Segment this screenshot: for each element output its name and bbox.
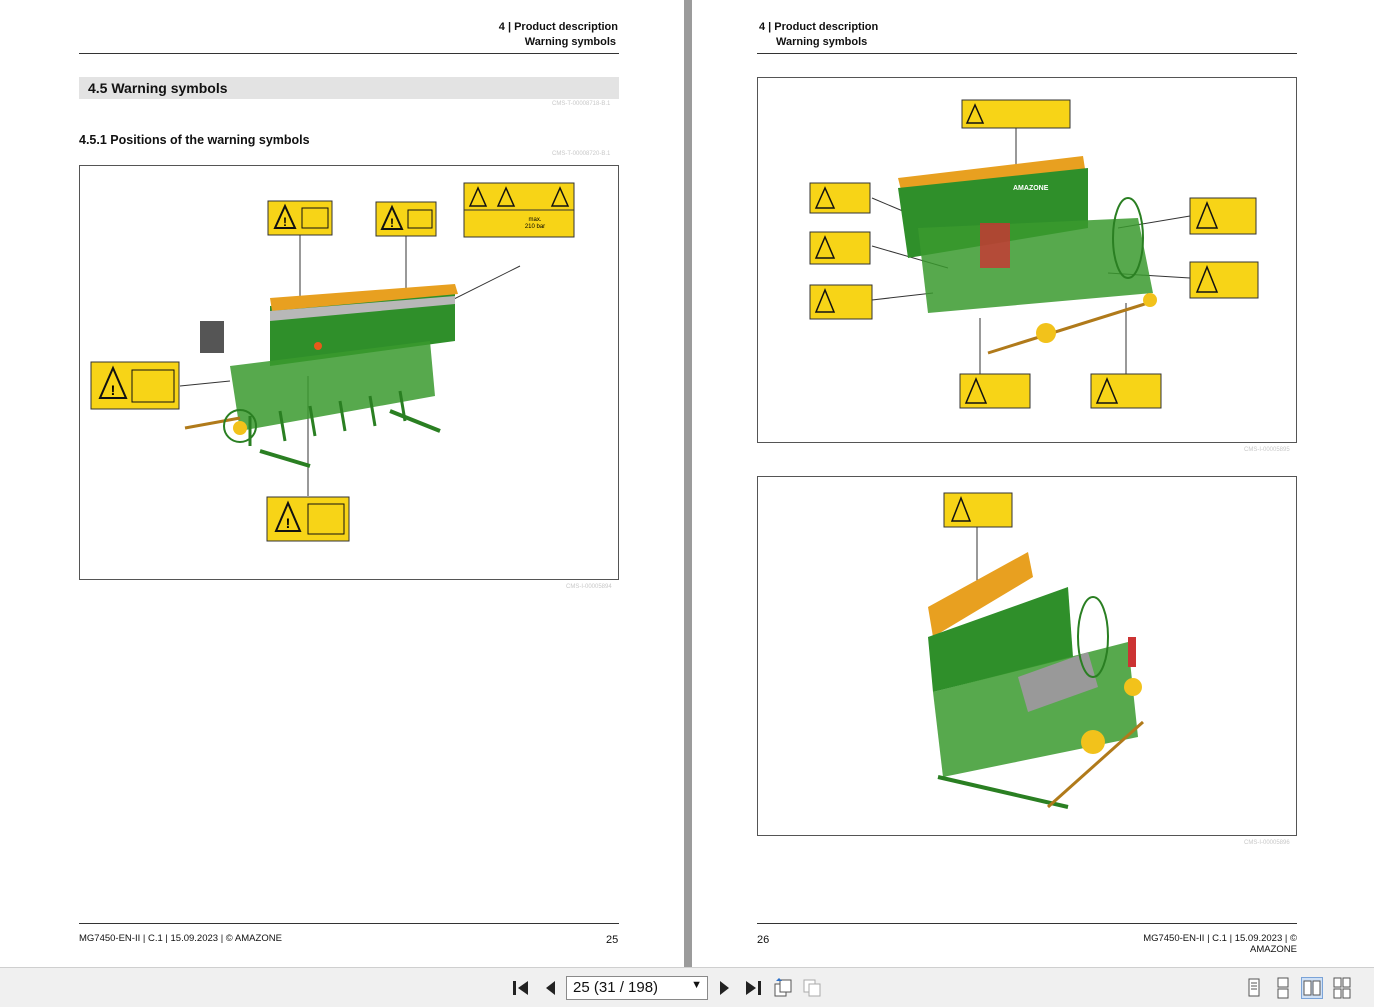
header-chapter: 4 | Product description (759, 21, 879, 33)
seed-drill-open-lid-drawing (928, 552, 1145, 809)
warning-decal-top-middle: ! (375, 201, 437, 237)
navigation-toolbar: 25 (31 / 198) ▼ (0, 967, 1374, 1007)
footer-rule (79, 923, 619, 924)
figure-warning-positions-front: AMAZONE (757, 77, 1297, 443)
footer-doc-id: MG7450-EN-II | C.1 | 15.09.2023 | © AMAZ… (79, 933, 282, 944)
next-page-button[interactable] (714, 977, 736, 999)
subsection-code: CMS-T-00008720-B.1 (552, 151, 611, 157)
subsection-title: 4.5.1 Positions of the warning symbols (79, 133, 310, 147)
figure1-code: CMS-I-00005895 (1244, 447, 1290, 453)
figure-warning-positions-open-lid (757, 476, 1297, 836)
svg-text:!: ! (390, 216, 394, 230)
section-code: CMS-T-00008718-B.1 (552, 101, 611, 107)
header-rule (79, 53, 619, 54)
footer-rule (757, 923, 1297, 924)
facing-pages-icon (1303, 980, 1321, 996)
pressure-label-max: max. (528, 217, 541, 223)
forward-view-icon (803, 979, 821, 997)
facing-view-button[interactable] (1301, 977, 1323, 999)
section-title: 4.5 Warning symbols (88, 80, 228, 96)
seed-drill-front-drawing: AMAZONE (898, 156, 1157, 355)
figure2-code: CMS-I-00005896 (1244, 840, 1290, 846)
header-section: Warning symbols (524, 36, 616, 48)
facing-continuous-icon (1333, 977, 1351, 999)
go-back-view-button[interactable] (772, 977, 794, 999)
next-page-icon (720, 981, 729, 995)
warning-decal-left: ! (90, 361, 180, 410)
first-page-icon (513, 981, 528, 995)
last-page-button[interactable] (742, 977, 764, 999)
svg-text:!: ! (111, 382, 116, 398)
go-forward-view-button[interactable] (801, 977, 823, 999)
footer-doc-id: MG7450-EN-II | C.1 | 15.09.2023 | © AMAZ… (1143, 933, 1297, 955)
page-26: 4 | Product description Warning symbols (692, 0, 1374, 967)
warning-decal-top-left: ! (267, 200, 333, 236)
chevron-down-icon: ▼ (691, 979, 702, 991)
first-page-button[interactable] (510, 977, 532, 999)
machine-illustration-front: AMAZONE (809, 99, 1259, 409)
machine-brand: AMAZONE (1013, 185, 1049, 192)
page-number: 25 (606, 934, 619, 946)
back-view-icon (774, 978, 792, 997)
previous-page-button[interactable] (539, 977, 561, 999)
warning-decal-top-right: max. 210 bar (463, 182, 575, 238)
warning-decal-bottom: ! (266, 496, 350, 542)
single-page-view-button[interactable] (1243, 977, 1265, 999)
pressure-label-bar: 210 bar (525, 224, 545, 230)
page-indicator: 25 (31 / 198) (573, 979, 659, 996)
header-chapter: 4 | Product description (498, 21, 618, 33)
svg-text:!: ! (283, 215, 287, 229)
figure-warning-positions-rear: ! ! max. 210 bar (79, 165, 619, 580)
page-25: 4 | Product description Warning symbols … (0, 0, 684, 967)
header-section: Warning symbols (776, 36, 868, 48)
continuous-view-button[interactable] (1272, 977, 1294, 999)
document-viewer[interactable]: 4 | Product description Warning symbols … (0, 0, 1374, 967)
seed-drill-drawing (184, 284, 458, 468)
svg-text:!: ! (286, 515, 291, 531)
decal-left-2 (809, 231, 871, 265)
header-rule (757, 53, 1297, 54)
section-heading-bar: 4.5 Warning symbols (79, 77, 619, 99)
page-number: 26 (757, 934, 770, 946)
decal-lid (943, 492, 1013, 528)
facing-continuous-view-button[interactable] (1331, 977, 1353, 999)
continuous-page-icon (1277, 977, 1289, 999)
last-page-icon (746, 981, 761, 995)
previous-page-icon (546, 981, 555, 995)
page-number-select[interactable]: 25 (31 / 198) ▼ (566, 976, 708, 1000)
machine-illustration: ! ! max. 210 bar (90, 182, 575, 542)
single-page-icon (1248, 978, 1260, 997)
figure-code: CMS-I-00005894 (566, 584, 612, 590)
